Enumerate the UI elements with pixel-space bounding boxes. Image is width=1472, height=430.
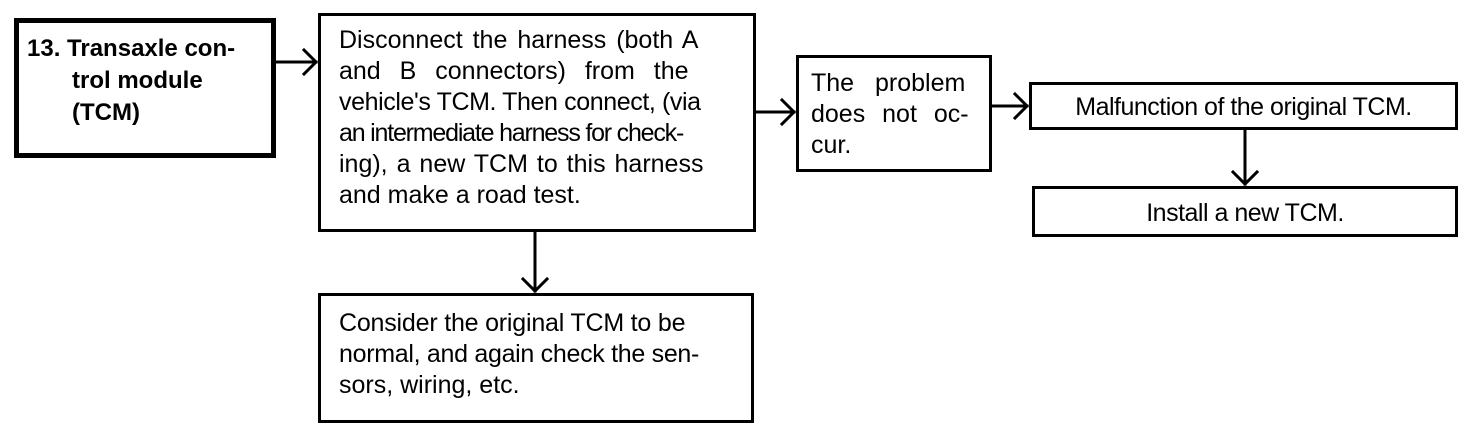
- install-line-1: Install a new TCM.: [1146, 199, 1344, 227]
- tcm-line-1: 13. Transaxle con-: [27, 35, 236, 62]
- disconnect-harness-box: Disconnect the harness (both A and B con…: [318, 13, 756, 232]
- arrow-tcm-to-disconnect: [274, 47, 319, 77]
- disconnect-line-4: an intermediate harness for check-: [339, 119, 684, 147]
- tcm-line-3: (TCM): [72, 99, 140, 126]
- consider-line-1: Consider the original TCM to be: [339, 309, 686, 337]
- consider-line-3: sors, wiring, etc.: [339, 371, 520, 399]
- consider-original-normal-box: Consider the original TCM to be normal, …: [318, 293, 754, 423]
- disconnect-line-6: and make a road test.: [339, 181, 581, 209]
- install-new-tcm-box: Install a new TCM.: [1032, 186, 1458, 237]
- arrow-disconnect-to-consider: [520, 230, 550, 294]
- arrow-noproblem-to-malfunction: [990, 91, 1030, 121]
- noproblem-line-1: The problem: [811, 69, 966, 97]
- consider-text: Consider the original TCM to be normal, …: [339, 308, 751, 401]
- install-text: Install a new TCM.: [1035, 198, 1455, 229]
- malfunction-text: Malfunction of the original TCM.: [1032, 92, 1455, 123]
- disconnect-line-2: and B connectors) from the: [339, 57, 689, 85]
- problem-not-occur-text: The problem does not oc- cur.: [811, 68, 989, 161]
- disconnect-harness-text: Disconnect the harness (both A and B con…: [339, 25, 753, 211]
- disconnect-line-5: ing), a new TCM to this harness: [339, 150, 704, 178]
- consider-line-2: normal, and again check the sen-: [339, 340, 700, 368]
- step-13-tcm-box: 13. Transaxle con- trol module (TCM): [14, 18, 276, 158]
- noproblem-line-2: does not oc-: [811, 100, 969, 128]
- problem-not-occur-box: The problem does not oc- cur.: [796, 55, 992, 172]
- disconnect-line-1: Disconnect the harness (both A: [339, 26, 699, 54]
- step-13-tcm-text: 13. Transaxle con- trol module (TCM): [27, 33, 271, 129]
- noproblem-line-3: cur.: [811, 131, 852, 159]
- arrow-malfunction-to-install: [1230, 128, 1260, 187]
- malfunction-original-tcm-box: Malfunction of the original TCM.: [1029, 82, 1458, 130]
- malfunction-line-1: Malfunction of the original TCM.: [1075, 93, 1412, 121]
- tcm-line-2: trol module: [72, 67, 203, 94]
- disconnect-line-3: vehicle's TCM. Then connect, (via: [339, 88, 701, 116]
- arrow-disconnect-to-noproblem: [754, 97, 797, 127]
